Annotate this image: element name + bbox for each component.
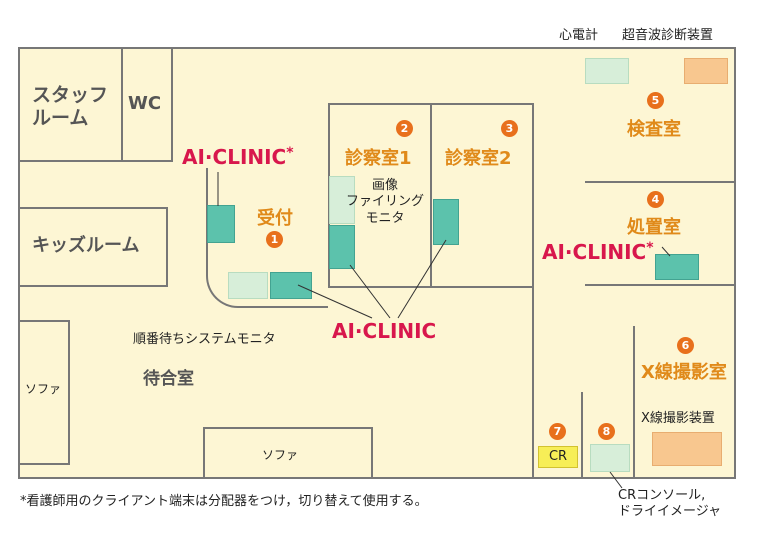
waiting-label: 待合室 [143, 369, 194, 389]
brand-star: * [646, 240, 654, 256]
xray-device-label: X線撮影装置 [641, 411, 715, 426]
xray-label: X線撮影室 [641, 362, 727, 383]
line-queue-center [297, 284, 373, 319]
queue-monitor-left [228, 272, 268, 299]
exam1-terminal [329, 225, 355, 269]
ultrasound-label: 超音波診断装置 [622, 28, 714, 43]
treatment-number: 4 [647, 191, 664, 208]
brand-star: * [286, 145, 294, 161]
exam1-number: 2 [396, 120, 413, 137]
exam2-right-wall [532, 288, 534, 479]
bottom-sofa [203, 427, 373, 479]
line-exam1-center [349, 264, 391, 319]
footnote: *看護師用のクライアント端末は分配器をつけ，切り替えて使用する。 [20, 494, 428, 509]
corridor-wall [581, 392, 583, 479]
left-sofa [18, 320, 70, 465]
left-sofa-label: ソファ [25, 382, 62, 396]
brand-label-reception: AI·CLINIC* [182, 145, 294, 169]
wc-room [121, 47, 173, 162]
exam2-label: 診察室2 [445, 148, 512, 169]
exam-room-2 [430, 103, 534, 288]
cr-console-device [590, 444, 630, 472]
kids-room [18, 207, 168, 287]
bottom-sofa-label: ソファ [262, 448, 299, 462]
xray-number: 6 [677, 337, 694, 354]
staff-room-label: スタッフ ルーム [32, 84, 109, 129]
xray-device [652, 432, 722, 466]
cr-console-label: CRコンソール, ドライイメージャ [618, 488, 722, 520]
lab-label: 検査室 [627, 119, 681, 140]
brand-name: AI·CLINIC [332, 319, 437, 343]
exam2-terminal [433, 199, 459, 245]
cr-device: CR [538, 446, 578, 468]
exam1-filing-monitor [329, 176, 355, 224]
reception-label: 受付 [257, 208, 293, 229]
cr-console-number: 8 [598, 423, 615, 440]
brand-name: AI·CLINIC [542, 240, 647, 264]
ecg-device [585, 58, 629, 84]
lab-number: 5 [647, 92, 664, 109]
queue-monitor-label: 順番待ちシステムモニタ [133, 332, 276, 347]
line-exam2-center [397, 239, 447, 319]
image-filing-label: 画像 ファイリング モニタ [345, 178, 424, 226]
line-cr-console [609, 471, 623, 489]
exam2-number: 3 [501, 120, 518, 137]
reception-terminal [207, 205, 235, 243]
lab-wall [585, 181, 736, 183]
cr-number: 7 [549, 423, 566, 440]
treatment-terminal [655, 254, 699, 280]
brand-label-treatment: AI·CLINIC* [542, 240, 654, 264]
line-treatment-brand [661, 246, 671, 257]
treatment-label: 処置室 [627, 217, 681, 238]
ecg-label: 心電計 [559, 28, 599, 43]
treatment-wall [585, 284, 736, 286]
wc-label: WC [128, 93, 162, 114]
xray-wall [633, 326, 635, 479]
kids-room-label: キッズルーム [32, 235, 140, 256]
brand-name: AI·CLINIC [182, 145, 287, 169]
staff-room [18, 47, 123, 162]
reception-number: 1 [266, 231, 283, 248]
brand-label-center: AI·CLINIC [332, 319, 436, 343]
ultrasound-device [684, 58, 728, 84]
queue-monitor-right [270, 272, 312, 299]
exam1-label: 診察室1 [345, 148, 412, 169]
